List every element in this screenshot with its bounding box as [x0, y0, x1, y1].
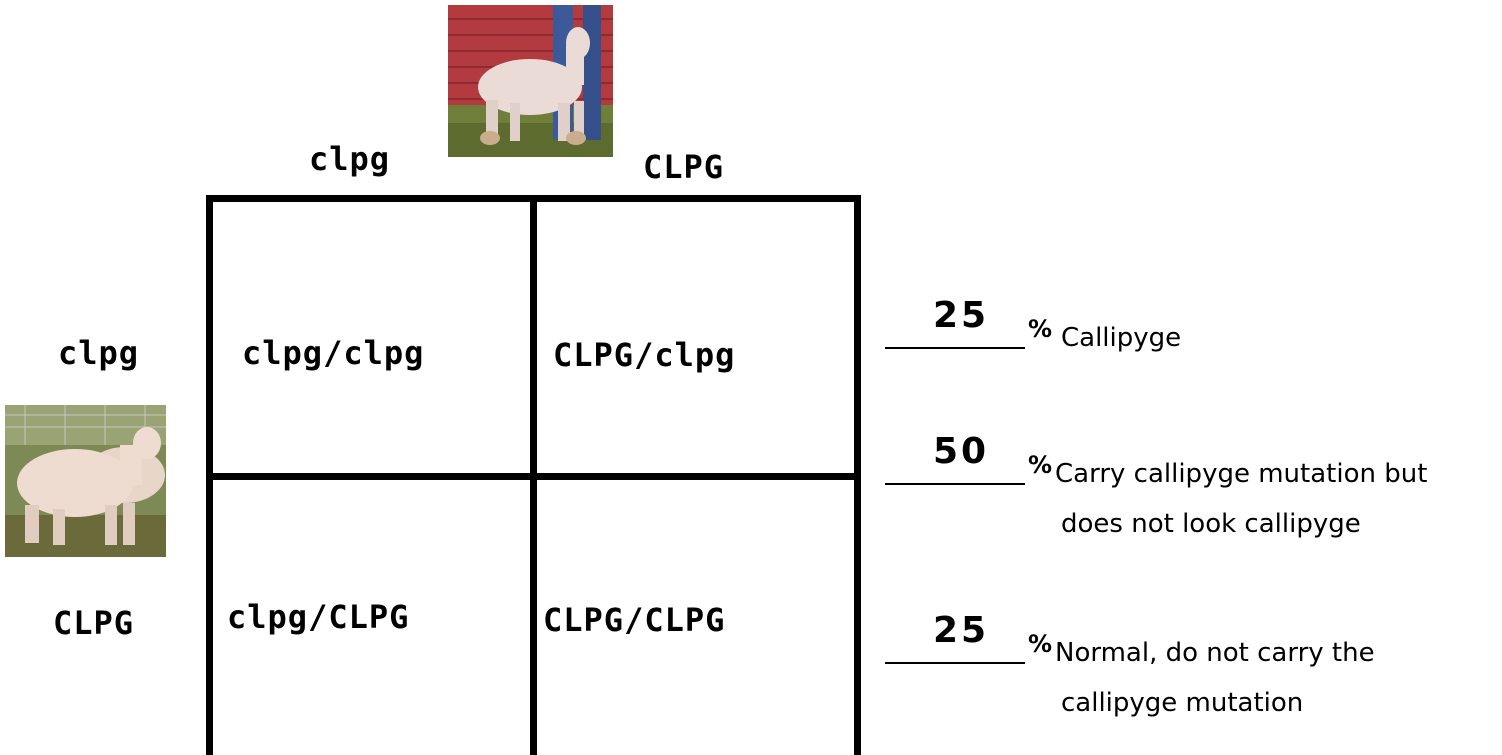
grid-left-border — [206, 195, 213, 755]
cell-genotype-bottom-right: CLPG/CLPG — [543, 601, 726, 639]
answer-line-2: callipyge mutation — [1061, 688, 1304, 718]
result-row-carrier: 50 % Carry callipyge mutation but does n… — [885, 431, 1495, 551]
top-allele-2-label: CLPG — [643, 148, 725, 186]
answer-description: Carry callipyge mutation but does not lo… — [1055, 449, 1427, 549]
grid-middle-horizontal — [206, 473, 861, 480]
answer-description: Callipyge — [1061, 313, 1181, 363]
left-allele-1-label: clpg — [58, 334, 140, 372]
answer-percent-value: 25 — [933, 610, 990, 651]
result-row-callipyge: 25 % Callipyge — [885, 295, 1485, 365]
percent-symbol: % — [1028, 315, 1053, 343]
grid-top-border — [206, 195, 861, 202]
answer-line-1: Carry callipyge mutation but — [1055, 459, 1428, 489]
answer-line-2: does not look callipyge — [1061, 509, 1361, 539]
grid-right-border — [854, 195, 861, 755]
answer-blank — [885, 620, 1025, 664]
answer-blank — [885, 441, 1025, 485]
answer-line-1: Normal, do not carry the — [1055, 638, 1375, 668]
cell-genotype-top-left: clpg/clpg — [242, 334, 425, 372]
percent-symbol: % — [1028, 630, 1053, 658]
left-allele-2-label: CLPG — [53, 604, 135, 642]
left-parent-sheep-photo — [5, 405, 166, 557]
percent-symbol: % — [1028, 451, 1053, 479]
answer-description: Normal, do not carry the callipyge mutat… — [1055, 628, 1375, 728]
answer-blank — [885, 305, 1025, 349]
top-allele-1-label: clpg — [309, 140, 391, 178]
top-parent-sheep-photo — [448, 5, 613, 157]
grid-middle-vertical — [530, 195, 537, 755]
cell-genotype-bottom-left: clpg/CLPG — [227, 598, 410, 636]
answer-percent-value: 25 — [933, 295, 990, 336]
answer-percent-value: 50 — [933, 431, 990, 472]
result-row-normal: 25 % Normal, do not carry the callipyge … — [885, 610, 1495, 730]
answer-line-1: Callipyge — [1061, 323, 1182, 353]
cell-genotype-top-right: CLPG/clpg — [553, 336, 736, 374]
